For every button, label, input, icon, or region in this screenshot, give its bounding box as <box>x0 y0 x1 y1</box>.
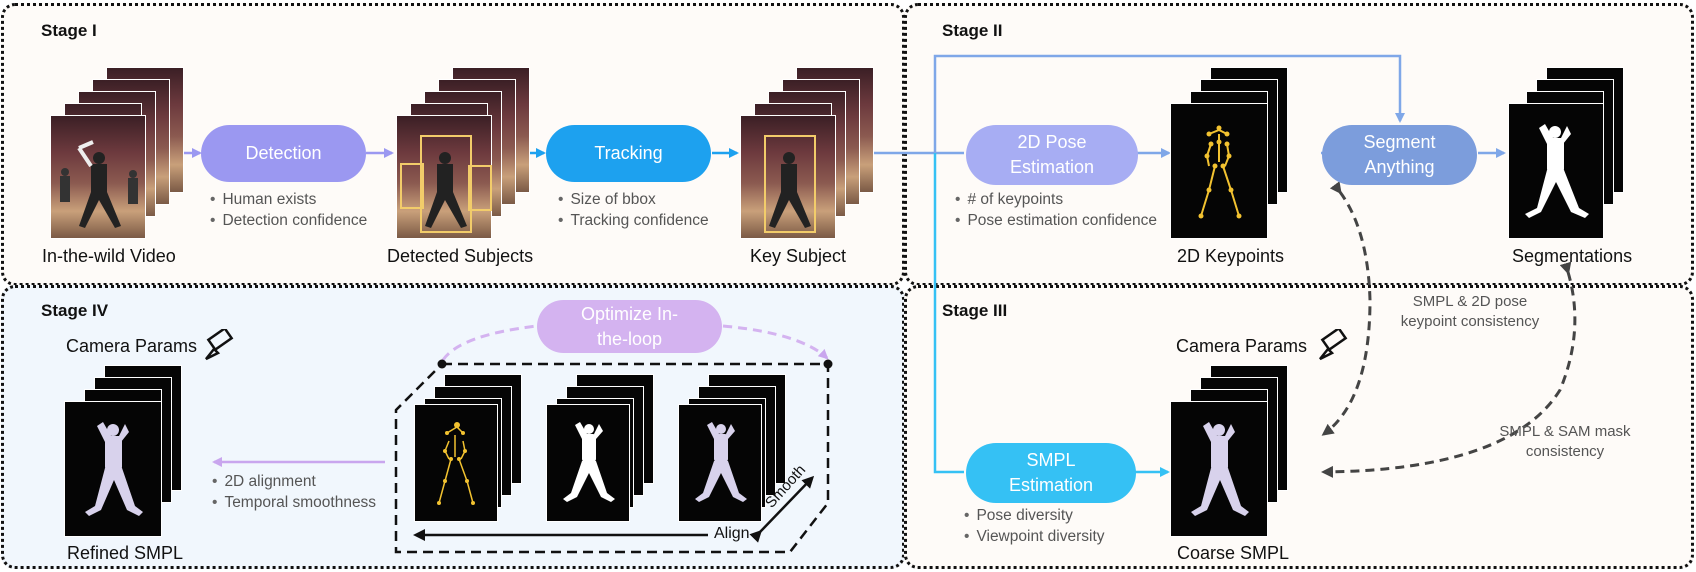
camera-params-caption-stage3: Camera Params <box>1176 336 1308 356</box>
detection-box: Detection <box>201 125 366 182</box>
pose-criteria: # of keypoints Pose estimation confidenc… <box>955 189 1157 231</box>
detected-caption: Detected Subjects <box>387 246 534 266</box>
bullet-2d-alignment: 2D alignment <box>212 471 376 492</box>
stage1-title: Stage I <box>41 21 97 40</box>
loop-keypoint-front <box>414 404 498 522</box>
camera-icon <box>205 329 234 361</box>
loop-mask-stack <box>546 374 656 522</box>
refined-smpl-stack <box>64 365 200 537</box>
detected-frame-front <box>396 115 492 239</box>
segment-anything-box: Segment Anything <box>1322 125 1477 185</box>
segmentation-stack <box>1508 67 1644 239</box>
loop-keypoints-stack <box>414 374 524 522</box>
video-caption: In-the-wild Video <box>42 246 176 266</box>
bbox-right <box>468 165 492 211</box>
detection-criteria: Human exists Detection confidence <box>210 189 367 231</box>
pose-consistency-note: SMPL & 2D pose keypoint consistency <box>1400 293 1540 330</box>
coarse-smpl-stack <box>1170 365 1306 537</box>
bullet-temporal-smoothness: Temporal smoothness <box>212 492 376 513</box>
bullet-pose-confidence: Pose estimation confidence <box>955 210 1157 231</box>
refined-frame-front <box>64 401 162 537</box>
video-frame-stack <box>50 67 186 239</box>
key-subject-stack <box>740 67 876 239</box>
align-label: Align <box>714 525 750 542</box>
bbox-key <box>764 135 816 233</box>
keypoints-stack <box>1170 67 1306 239</box>
dancer-figure <box>60 140 138 228</box>
tracking-box: Tracking <box>546 125 711 182</box>
refined-mesh <box>85 422 143 516</box>
loop-skeleton <box>437 422 475 505</box>
optimize-box: Optimize In-the-loop <box>537 300 722 353</box>
stage3-title: Stage III <box>942 301 1008 320</box>
loop-smpl-front <box>678 404 762 522</box>
bbox-left <box>400 163 424 209</box>
keypoints-caption: 2D Keypoints <box>1177 246 1285 266</box>
segmentations-caption: Segmentations <box>1512 246 1633 266</box>
detected-frame-stack <box>396 67 532 239</box>
bullet-detection-confidence: Detection confidence <box>210 210 367 231</box>
smpl-frame-front <box>1170 401 1268 537</box>
smpl-criteria: Pose diversity Viewpoint diversity <box>964 505 1105 547</box>
mask-frame-front <box>1508 103 1604 239</box>
pose-estimation-box: 2D Pose Estimation <box>966 125 1138 185</box>
bullet-bbox-size: Size of bbox <box>558 189 709 210</box>
key-subject-caption: Key Subject <box>750 246 847 266</box>
bullet-tracking-confidence: Tracking confidence <box>558 210 708 231</box>
bullet-pose-diversity: Pose diversity <box>964 505 1105 526</box>
bullet-human-exists: Human exists <box>210 189 367 210</box>
tracking-criteria: Size of bbox Tracking confidence <box>558 189 709 231</box>
key-subject-front <box>740 115 836 239</box>
loop-mask-front <box>546 404 630 522</box>
smpl-estimation-box: SMPL Estimation <box>966 443 1136 503</box>
bbox-main <box>420 135 472 233</box>
refine-criteria: 2D alignment Temporal smoothness <box>212 471 376 513</box>
stage2-title: Stage II <box>942 21 1003 40</box>
detected-figure <box>400 135 492 233</box>
coarse-smpl-caption: Coarse SMPL <box>1177 543 1290 563</box>
camera-params-caption-stage4: Camera Params <box>66 336 198 356</box>
mask-consistency-note: SMPL & SAM mask consistency <box>1499 423 1631 460</box>
refined-smpl-caption: Refined SMPL <box>67 543 184 563</box>
loop-mesh <box>695 422 747 502</box>
smpl-mesh <box>1191 422 1249 516</box>
camera-icon <box>1319 329 1348 361</box>
bullet-viewpoint-diversity: Viewpoint diversity <box>964 526 1104 547</box>
bullet-keypoint-count: # of keypoints <box>955 189 1157 210</box>
loop-smpl-stack <box>678 374 788 522</box>
keypoint-frame-front <box>1170 103 1268 239</box>
loop-silhouette <box>563 422 615 502</box>
key-figure <box>764 135 816 233</box>
stage4-title: Stage IV <box>41 301 109 320</box>
keypoint-skeleton <box>1198 125 1242 219</box>
video-frame-front <box>50 115 146 239</box>
mask-silhouette <box>1525 124 1589 218</box>
